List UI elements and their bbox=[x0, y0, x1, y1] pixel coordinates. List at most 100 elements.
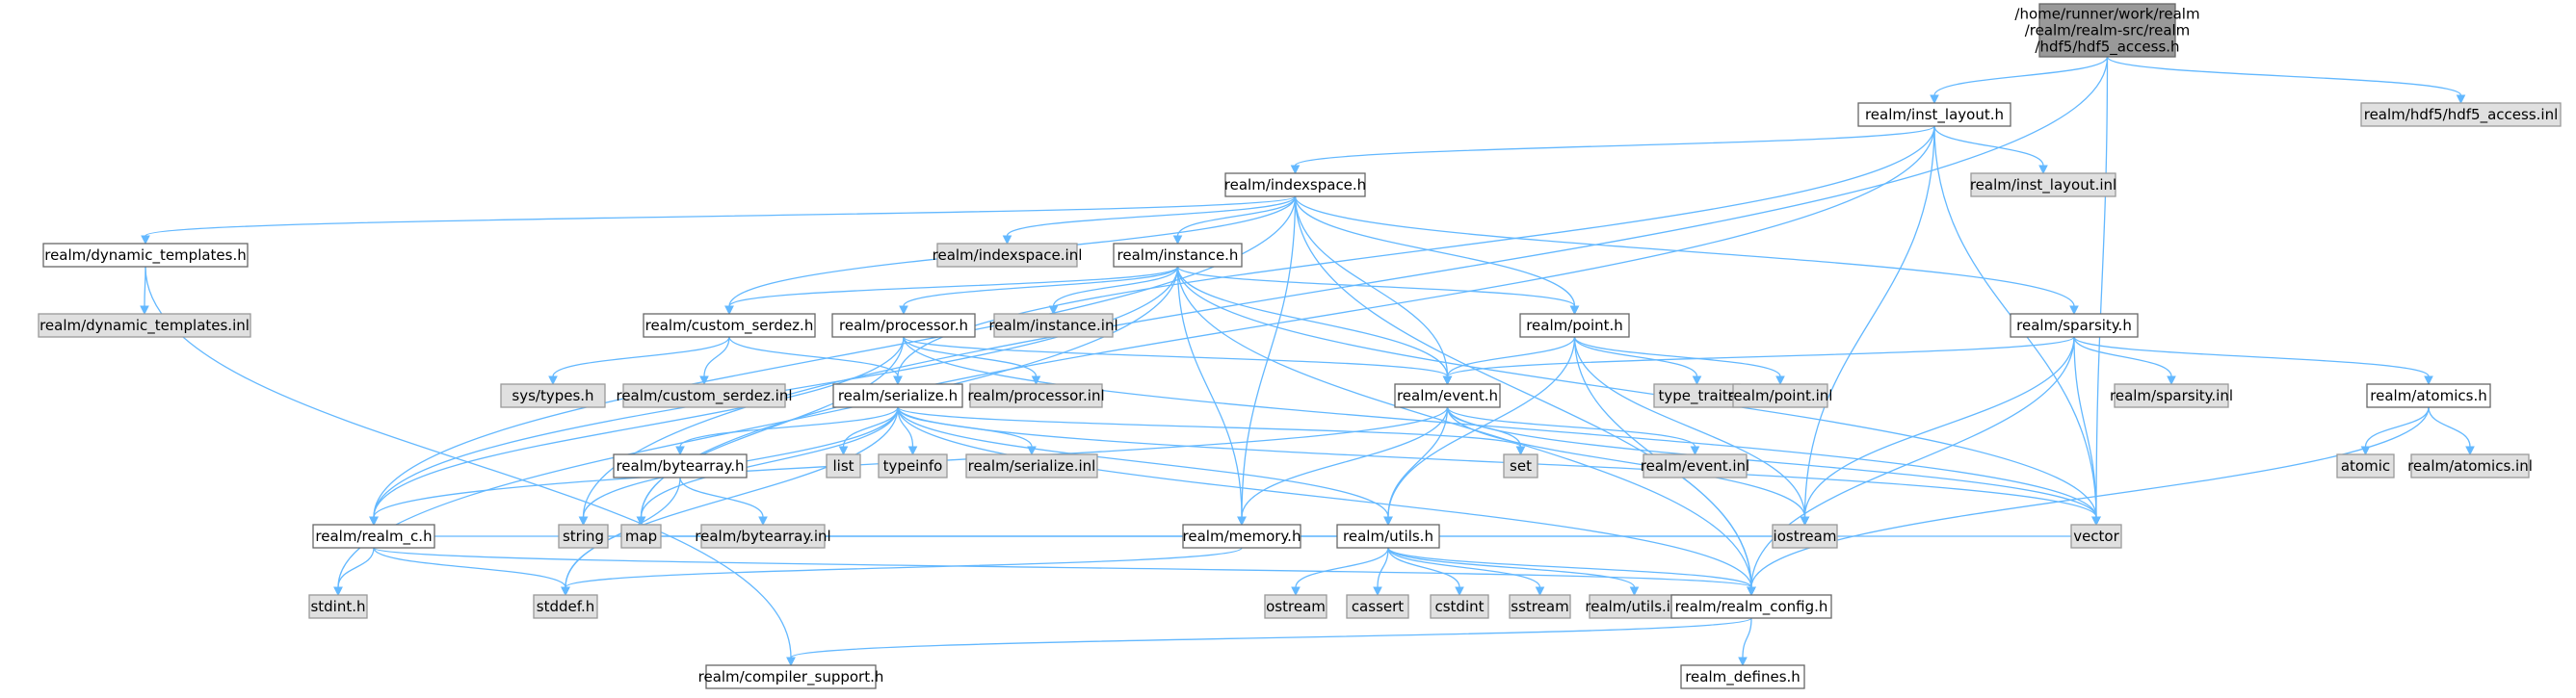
node-vector: vector bbox=[2070, 524, 2122, 549]
edge-utils_h-to-utils_inl bbox=[1387, 547, 1640, 597]
node-compiler-support-h[interactable]: realm/compiler_support.h bbox=[698, 664, 884, 689]
node-realm-config-h[interactable]: realm/realm_config.h bbox=[1670, 594, 1832, 619]
edge-line bbox=[640, 336, 905, 518]
edge-point_h-to-type_traits bbox=[1573, 336, 1702, 386]
node-atomics-h[interactable]: realm/atomics.h bbox=[2366, 383, 2491, 408]
node-point-h[interactable]: realm/point.h bbox=[1519, 313, 1630, 338]
edge-event_h-to-memory_h bbox=[1237, 406, 1449, 527]
edge-line bbox=[1446, 336, 1576, 377]
node-label: realm/indexspace.h bbox=[1224, 176, 1366, 194]
node-dynamic-templates-inl: realm/dynamic_templates.inl bbox=[38, 313, 251, 338]
edge-arrowhead bbox=[1690, 446, 1700, 456]
node-sparsity-h[interactable]: realm/sparsity.h bbox=[2010, 313, 2139, 338]
node-box bbox=[1346, 594, 1409, 619]
node-box bbox=[831, 313, 976, 338]
edge-arrowhead bbox=[1048, 305, 1059, 316]
node-box bbox=[993, 313, 1114, 338]
edge-arrowhead bbox=[1930, 94, 1939, 105]
edge-line bbox=[903, 336, 1449, 377]
node-instance-inl: realm/instance.inl bbox=[988, 313, 1118, 338]
node-box bbox=[1264, 594, 1327, 619]
node-label: cassert bbox=[1352, 598, 1404, 615]
node-processor-inl: realm/processor.inl bbox=[967, 383, 1105, 408]
edge-arrowhead bbox=[2465, 446, 2475, 456]
edge-line bbox=[565, 547, 1243, 588]
edge-arrowhead bbox=[2424, 375, 2433, 386]
node-indexspace-h[interactable]: realm/indexspace.h bbox=[1224, 172, 1366, 197]
node-atomic: atomic bbox=[2336, 453, 2395, 478]
edge-arrowhead bbox=[2038, 165, 2048, 175]
edge-line bbox=[1176, 266, 2097, 518]
node-inst-layout-h[interactable]: realm/inst_layout.h bbox=[1857, 102, 2011, 127]
node-box bbox=[1732, 383, 1828, 408]
edge-indexspace_h-to-dynamic_templates_h bbox=[141, 195, 1297, 246]
node-label: realm/memory.h bbox=[1183, 528, 1301, 545]
node-box bbox=[1113, 243, 1243, 268]
edge-line bbox=[640, 125, 1935, 518]
edge-arrowhead bbox=[675, 446, 685, 456]
node-event-h[interactable]: realm/event.h bbox=[1394, 383, 1501, 408]
node-box bbox=[832, 383, 963, 408]
edge-arrowhead bbox=[140, 305, 149, 316]
node-label: type_traits bbox=[1658, 387, 1735, 405]
edge-serialize_h-to-bytearray_h bbox=[675, 406, 899, 456]
node-realm-c-h[interactable]: realm/realm_c.h bbox=[312, 524, 435, 549]
node-processor-h[interactable]: realm/processor.h bbox=[831, 313, 976, 338]
edge-line bbox=[1176, 266, 1576, 307]
node-custom-serdez-h[interactable]: realm/custom_serdez.h bbox=[643, 313, 816, 338]
node-box bbox=[308, 594, 368, 619]
node-label: sstream bbox=[1511, 598, 1568, 615]
edge-indexspace_h-to-indexspace_inl bbox=[1002, 195, 1297, 246]
edge-arrowhead bbox=[636, 516, 646, 527]
node-label: realm/inst_layout.inl bbox=[1970, 176, 2116, 194]
edge-arrowhead bbox=[1629, 586, 1640, 597]
edge-arrowhead bbox=[1291, 586, 1301, 597]
edge-line bbox=[1294, 195, 1576, 307]
node-serialize-h[interactable]: realm/serialize.h bbox=[832, 383, 963, 408]
edge-event_h-to-utils_h bbox=[1383, 406, 1449, 527]
edge-line bbox=[552, 336, 730, 377]
node-label: ostream bbox=[1266, 598, 1326, 615]
node-dynamic-templates-h[interactable]: realm/dynamic_templates.h bbox=[42, 243, 249, 268]
edge-line bbox=[897, 406, 2097, 518]
edge-line bbox=[679, 477, 764, 518]
node-layer: /home/runner/work/realm/realm/realm-src/… bbox=[38, 3, 2562, 689]
node-box bbox=[1394, 383, 1501, 408]
edge-line bbox=[1573, 336, 1806, 518]
node-box bbox=[878, 453, 948, 478]
node-label: realm/atomics.inl bbox=[2407, 457, 2533, 475]
edge-realm_c_h-to-stdint_h bbox=[333, 547, 375, 597]
node-root[interactable]: /home/runner/work/realm/realm/realm-src/… bbox=[2014, 3, 2200, 58]
edge-arrowhead bbox=[1569, 305, 1580, 316]
edge-line bbox=[373, 547, 566, 588]
node-instance-h[interactable]: realm/instance.h bbox=[1113, 243, 1243, 268]
node-box bbox=[1680, 664, 1805, 689]
node-bytearray-h[interactable]: realm/bytearray.h bbox=[613, 453, 748, 478]
edge-arrowhead bbox=[1172, 235, 1183, 246]
edge-custom_serdez_h-to-serialize_h bbox=[728, 336, 903, 386]
node-utils-h[interactable]: realm/utils.h bbox=[1336, 524, 1440, 549]
node-box bbox=[2114, 383, 2229, 408]
node-box bbox=[965, 453, 1098, 478]
node-label: typeinfo bbox=[883, 457, 943, 475]
node-realm-defines-h[interactable]: realm_defines.h bbox=[1680, 664, 1805, 689]
edge-line bbox=[903, 266, 1179, 307]
node-box bbox=[1857, 102, 2011, 127]
node-custom-serdez-inl: realm/custom_serdez.inl bbox=[616, 383, 793, 408]
node-sys-types-h: sys/types.h bbox=[500, 383, 606, 408]
edge-arrowhead bbox=[724, 305, 734, 316]
edge-line bbox=[703, 336, 730, 377]
edge-line bbox=[145, 195, 1297, 237]
node-label: vector bbox=[2073, 528, 2119, 545]
node-memory-h[interactable]: realm/memory.h bbox=[1182, 524, 1301, 549]
edge-arrowhead bbox=[1383, 516, 1393, 527]
node-label: sys/types.h bbox=[512, 387, 593, 404]
edge-utils_h-to-sstream bbox=[1387, 547, 1545, 597]
edge-arrowhead bbox=[1455, 586, 1464, 597]
node-box bbox=[1430, 594, 1489, 619]
node-event-inl: realm/event.inl bbox=[1641, 453, 1749, 478]
node-box bbox=[1772, 524, 1838, 549]
node-label: stddef.h bbox=[537, 598, 594, 615]
edge-realm_c_h-to-stddef_h bbox=[373, 547, 570, 597]
edge-realm_c_h-to-realm_config_h bbox=[373, 547, 1756, 597]
